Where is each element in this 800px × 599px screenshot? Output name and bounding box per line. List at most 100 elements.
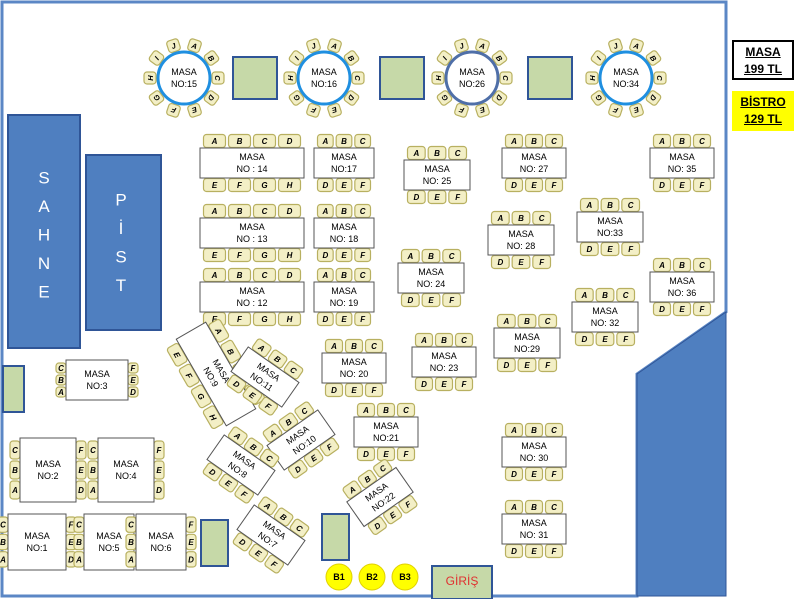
seat-letter: E — [190, 105, 198, 115]
seat-letter: E — [388, 510, 398, 521]
seat-letter: D — [130, 388, 136, 397]
seat-letter: A — [262, 500, 273, 511]
bistro-table-label: B1 — [333, 572, 345, 582]
seat-letter: A — [477, 41, 486, 52]
seat: A — [490, 210, 510, 226]
seat: A — [496, 313, 516, 329]
seat-letter: C — [551, 426, 557, 435]
seat: D — [491, 90, 508, 106]
seat-letter: B — [428, 252, 434, 261]
seat-letter: F — [700, 181, 706, 190]
round-table-top — [598, 50, 654, 106]
seat-letter: B — [531, 426, 537, 435]
table-label: MASA — [171, 67, 197, 77]
seat-letter: A — [330, 342, 337, 351]
seat-letter: H — [434, 75, 443, 81]
seat-letter: E — [531, 547, 537, 556]
seat-letter: F — [237, 315, 243, 324]
table-top — [649, 271, 715, 303]
seat-letter: A — [329, 41, 338, 52]
seat-letter: A — [321, 207, 328, 216]
table-top — [649, 147, 715, 179]
seat: A — [504, 499, 524, 515]
table-label: MASA — [669, 152, 695, 162]
table-number: NO: 36 — [668, 288, 697, 298]
seat: C — [73, 516, 85, 533]
table-top — [353, 416, 419, 448]
seat: A — [9, 480, 21, 500]
table-number: NO:17 — [331, 164, 357, 174]
seat-letter: D — [586, 245, 592, 254]
seat: A — [629, 38, 644, 54]
seat-letter: F — [360, 315, 366, 324]
seat: B — [203, 50, 220, 66]
seat: B — [227, 267, 252, 283]
seat: B — [344, 338, 364, 354]
seat: E — [153, 460, 165, 480]
seat-shape — [288, 50, 305, 66]
seat-letter: E — [78, 466, 84, 475]
seat: F — [692, 301, 712, 317]
seat: A — [400, 248, 420, 264]
seat: C — [354, 267, 372, 283]
seat-letter: C — [76, 521, 82, 530]
table-number: NO: 27 — [520, 164, 549, 174]
seat: F — [354, 177, 372, 193]
seat-letter: D — [287, 207, 293, 216]
seat-letter: D — [331, 386, 337, 395]
seat: B — [672, 257, 692, 273]
seat-letter: B — [531, 503, 537, 512]
seat: E — [629, 102, 644, 118]
seat-letter: D — [322, 181, 328, 190]
seat: D — [277, 267, 302, 283]
seat-shape — [653, 71, 667, 85]
seat-letter: D — [206, 93, 217, 103]
seat-letter: D — [511, 547, 517, 556]
seat: A — [251, 338, 272, 358]
seat: H — [283, 71, 297, 85]
table-top — [236, 504, 306, 566]
seat: E — [672, 177, 692, 193]
seat-letter: F — [131, 364, 137, 373]
seat: B — [421, 248, 441, 264]
table-label: MASA — [459, 67, 485, 77]
table-number: NO:4 — [115, 471, 136, 481]
legend-bistro-price-value: 129 TL — [743, 112, 782, 126]
seat: E — [600, 241, 620, 257]
bistro-table-circle — [358, 563, 386, 591]
seat-letter: B — [494, 53, 505, 63]
seat-letter: D — [322, 251, 328, 260]
seat: A — [579, 197, 599, 213]
seat-letter: E — [679, 305, 685, 314]
seat-letter: F — [69, 521, 75, 530]
seat: F — [621, 241, 641, 257]
bistro-table: B2 — [358, 563, 386, 591]
seat-letter: E — [156, 466, 162, 475]
seat: B — [524, 499, 544, 515]
seat: E — [202, 177, 227, 193]
seat-shape — [645, 50, 662, 66]
dance-floor-pist-letter: T — [116, 276, 126, 295]
seat: E — [524, 543, 544, 559]
seat-letter: D — [511, 181, 517, 190]
seat-letter: D — [659, 181, 665, 190]
table-label: MASA — [239, 152, 265, 162]
seat: D — [490, 254, 510, 270]
seat-letter: D — [68, 555, 74, 564]
seat-letter: A — [585, 201, 592, 210]
seat: E — [335, 177, 353, 193]
seat: E — [524, 177, 544, 193]
seat-letter: E — [524, 361, 530, 370]
table-top — [65, 359, 129, 401]
seat: A — [262, 423, 283, 443]
seat: D — [652, 301, 672, 317]
wall-block — [636, 311, 727, 597]
seat: B — [343, 50, 360, 66]
seat-letter: A — [127, 555, 134, 564]
seat: C — [354, 133, 372, 149]
seat: E — [475, 102, 490, 118]
legend-bistro-label: BİSTRO — [740, 95, 786, 109]
